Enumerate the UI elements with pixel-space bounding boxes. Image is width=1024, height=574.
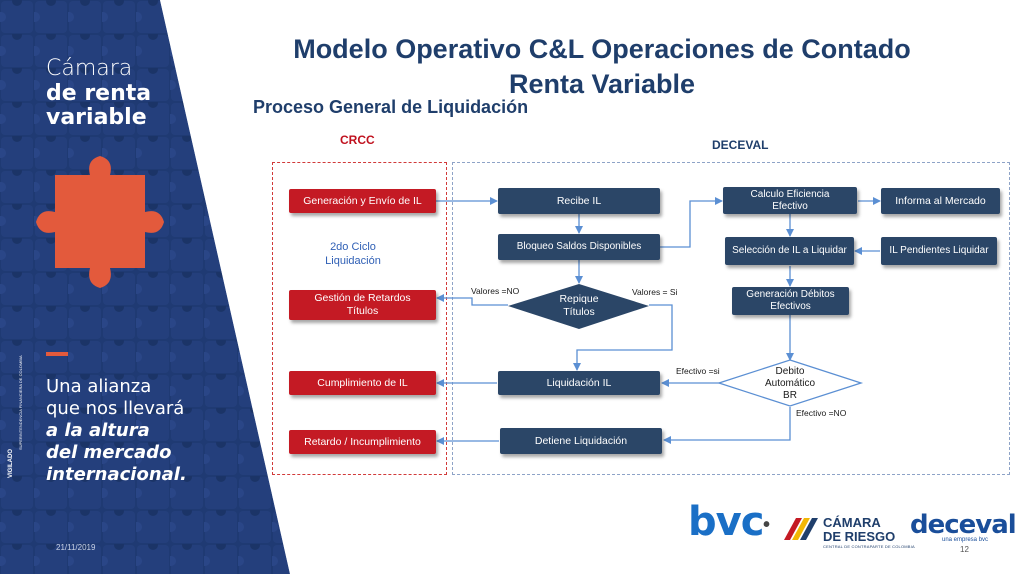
lane-label-crcc: CRCC [340, 133, 375, 147]
decision-repique-titulos [508, 284, 649, 329]
edge-label-valores-si: Valores = Si [632, 287, 678, 297]
brand-line-3: variable [46, 105, 147, 130]
page-number: 12 [960, 545, 969, 554]
step-informa-mercado: Informa al Mercado [881, 188, 1000, 214]
camara-riesgo-logo-line-2: DE RIESGO [823, 529, 896, 544]
step-cumplimiento-il: Cumplimiento de IL [289, 371, 436, 395]
left-brand-panel: Cámara de renta variable Una alianza que… [0, 0, 290, 574]
edge-debito-detiene [663, 407, 791, 444]
camara-riesgo-logo-line-1: CÁMARA [823, 515, 881, 530]
step-recibe-il: Recibe IL [498, 188, 660, 214]
camara-riesgo-mark-icon [784, 518, 818, 540]
slide-date: 21/11/2019 [56, 543, 96, 552]
slide-title-line-2: Renta Variable [508, 69, 696, 99]
step-detiene-liquidacion: Detiene Liquidación [500, 428, 662, 454]
puzzle-piece-icon [36, 156, 164, 288]
tagline-5: internacional. [46, 464, 187, 485]
tagline-4: del mercado [46, 442, 172, 463]
note-segundo-ciclo: 2do Ciclo Liquidación [325, 241, 381, 268]
step-generacion-envio-il: Generación y Envío de IL [289, 189, 436, 213]
accent-dash [46, 352, 68, 356]
step-bloqueo-saldos: Bloqueo Saldos Disponibles [498, 234, 660, 260]
tagline-3: a la altura [46, 420, 150, 441]
edge-label-valores-no: Valores =NO [471, 286, 520, 296]
edge-label-efectivo-si: Efectivo =si [676, 366, 720, 376]
brand-line-2: de renta [46, 81, 152, 106]
brand-line-1: Cámara [46, 56, 133, 81]
deceval-lane [452, 162, 1010, 475]
logo-separator-dot: • [763, 514, 771, 536]
step-il-pendientes: IL Pendientes Liquidar [881, 237, 997, 265]
repique-titulos-label: Repique Títulos [559, 293, 599, 318]
puzzle-background [0, 0, 290, 574]
decision-debito-automatico [716, 359, 864, 407]
step-gestion-retardos-titulos: Gestión de Retardos Títulos [289, 290, 436, 320]
crcc-lane [272, 162, 447, 475]
step-liquidacion-il: Liquidación IL [498, 371, 660, 395]
edge-repique-gestion [436, 294, 508, 306]
step-retardo-incumplimiento: Retardo / Incumplimiento [289, 430, 436, 454]
tagline-1: Una alianza [46, 376, 152, 397]
slide-title-line-1: Modelo Operativo C&L Operaciones de Cont… [293, 34, 911, 64]
camara-riesgo-logo-line-3: CENTRAL DE CONTRAPARTE DE COLOMBIA [823, 544, 915, 549]
deceval-logo-sub: una empresa bvc [942, 537, 989, 543]
step-generacion-debitos: Generación Débitos Efectivos [732, 287, 849, 315]
edge-repique-liquidacion [573, 304, 673, 371]
step-calculo-eficiencia: Calculo Eficiencia Efectivo [723, 187, 857, 214]
slide-subtitle: Proceso General de Liquidación [253, 97, 529, 117]
bvc-logo: bvc [688, 499, 764, 545]
tagline-2: que nos llevará [46, 398, 185, 419]
step-seleccion-il: Selección de IL a Liquidar [725, 237, 854, 265]
edge-bloqueo-calculo [660, 197, 723, 248]
debito-automatico-label: Debito Automático BR [764, 366, 816, 401]
deceval-logo: deceval [910, 510, 1017, 540]
lane-label-deceval: DECEVAL [712, 138, 769, 152]
edge-label-efectivo-no: Efectivo =NO [796, 408, 847, 418]
